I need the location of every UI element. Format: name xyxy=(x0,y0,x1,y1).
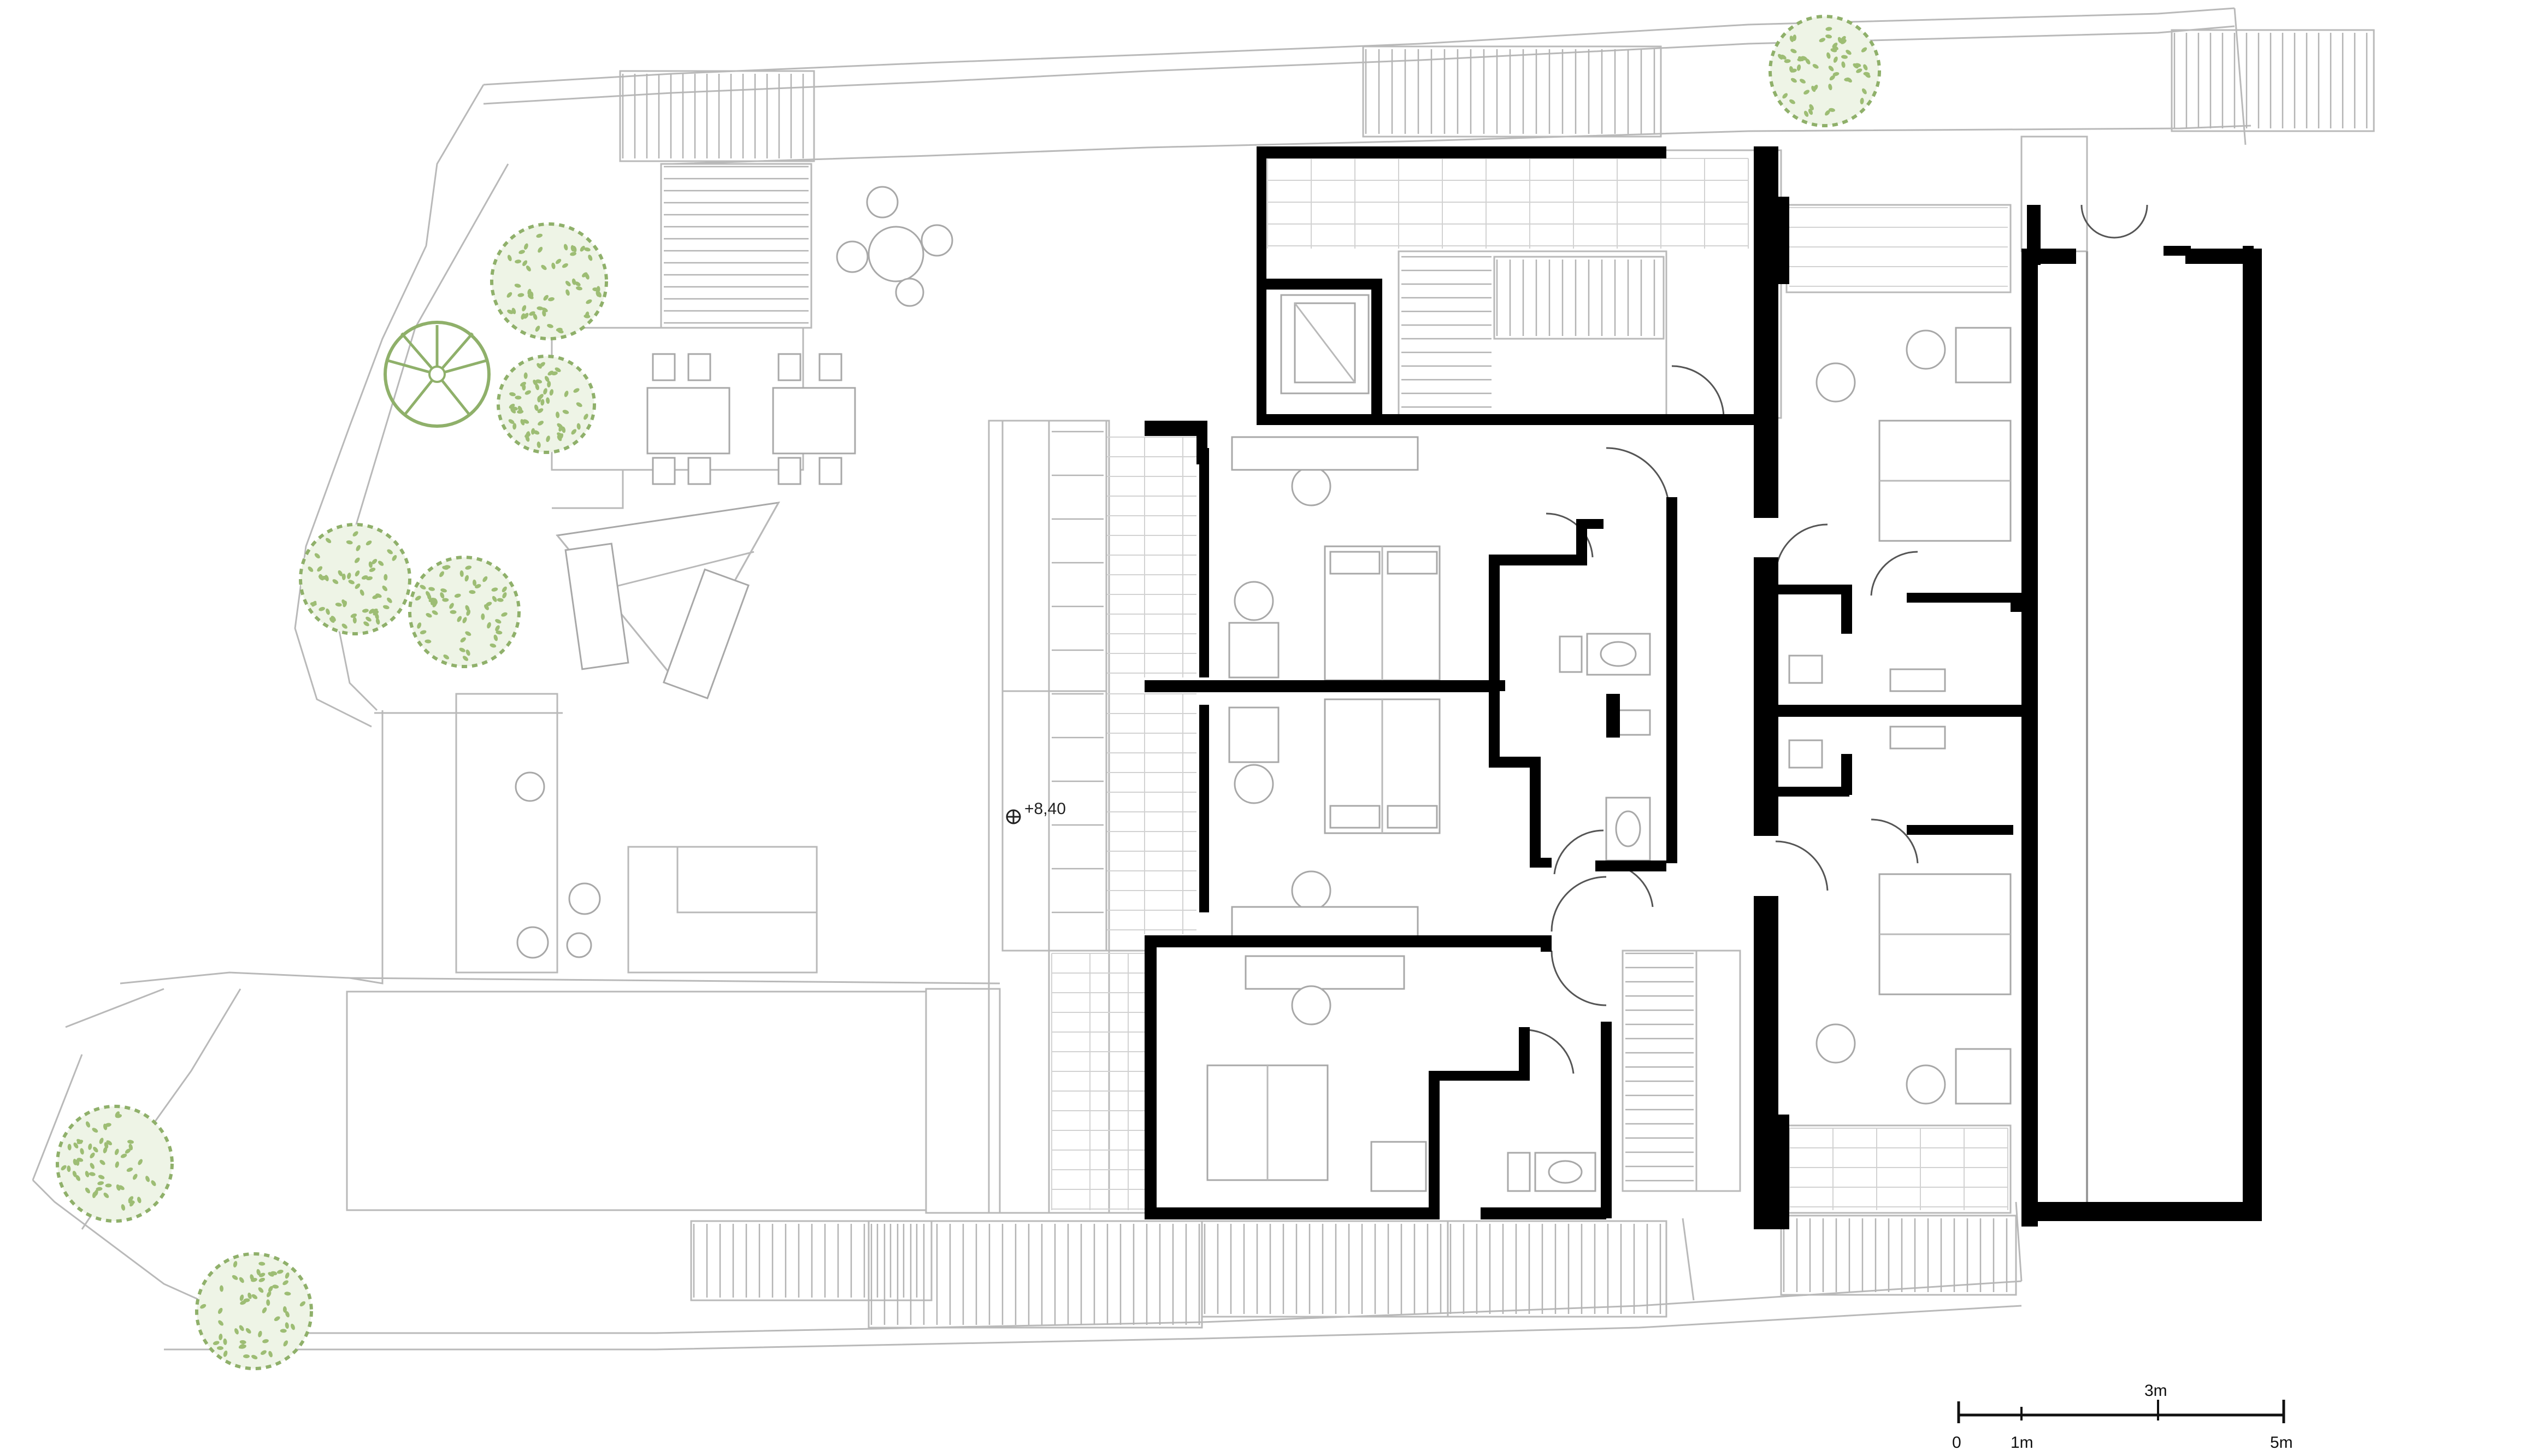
trees xyxy=(56,15,1881,1370)
walls xyxy=(1145,146,2262,1229)
tree-icon xyxy=(1769,15,1881,127)
level-label: +8,40 xyxy=(1024,800,1066,818)
tree-icon xyxy=(299,523,411,635)
stair-treads xyxy=(622,33,2368,1325)
tree-icon xyxy=(56,1105,174,1223)
tree-icon xyxy=(195,1252,313,1370)
tree-icon xyxy=(408,556,521,668)
scale-label-1m: 1m xyxy=(2011,1434,2033,1452)
room-furniture xyxy=(1206,327,2012,1192)
level-marker: +8,40 xyxy=(1006,800,1066,824)
tree-icon xyxy=(490,222,608,340)
scale-label-0: 0 xyxy=(1952,1434,1961,1452)
scale-bar: 0 1m 3m 5m xyxy=(1952,1382,2293,1452)
scale-label-3m: 3m xyxy=(2144,1382,2167,1400)
building xyxy=(1001,149,2088,1214)
tree-icon xyxy=(497,355,596,454)
scale-label-5m: 5m xyxy=(2270,1434,2293,1452)
terrace-furniture xyxy=(515,186,953,959)
palm-icon xyxy=(384,321,491,428)
